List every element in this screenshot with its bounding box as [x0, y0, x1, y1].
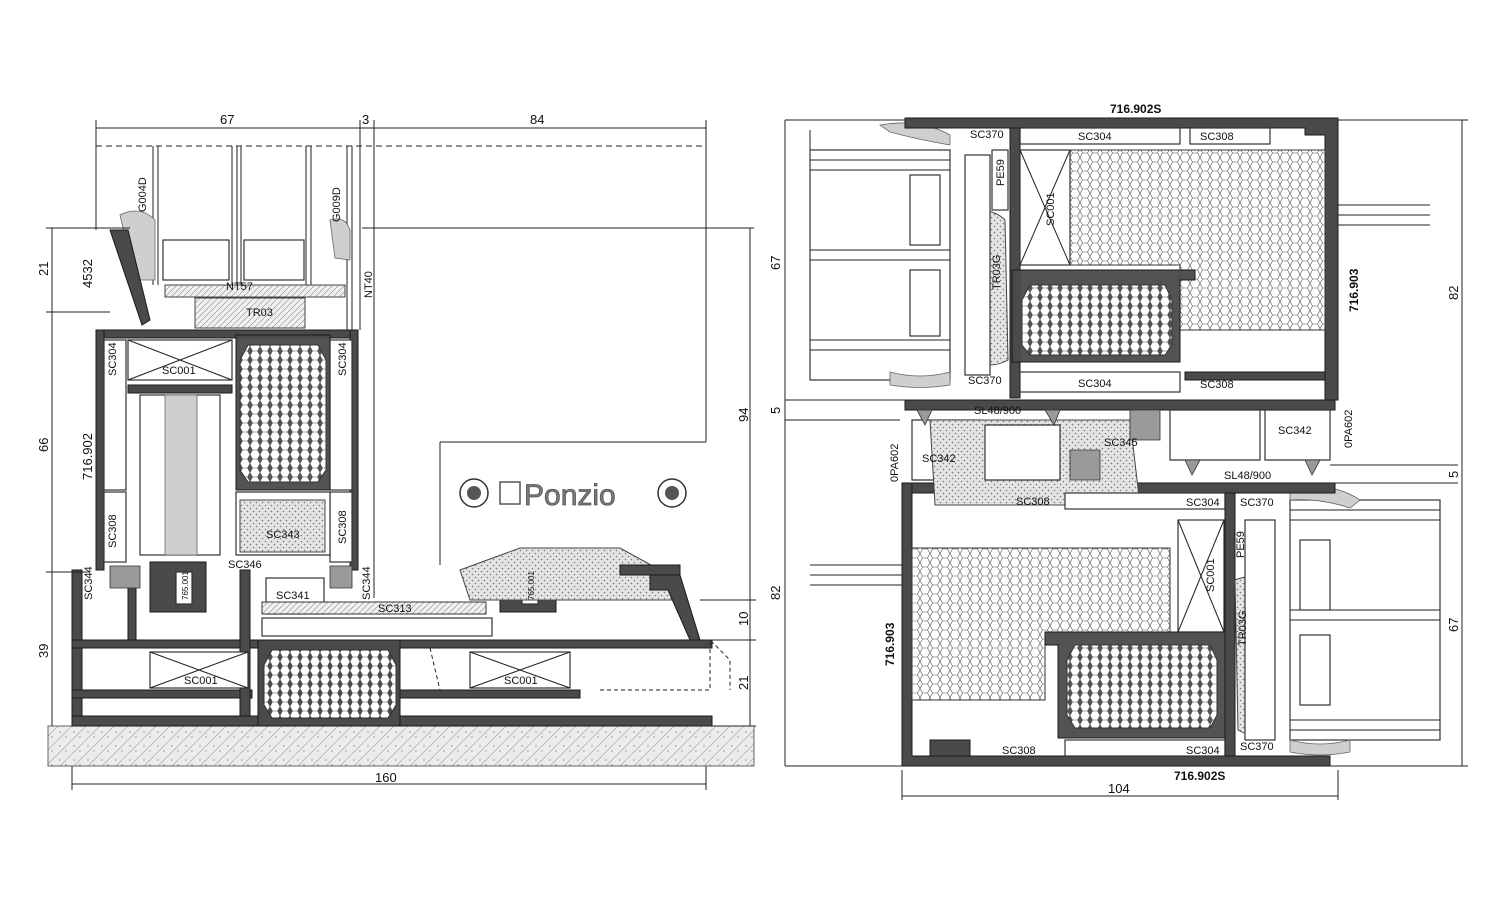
- label-sc343: SC343: [266, 529, 300, 541]
- label-sc001-br: SC001: [504, 675, 538, 687]
- label-sc304-d: SC304: [1186, 745, 1220, 757]
- label-sl48-a: SL48/900: [974, 405, 1021, 417]
- label-716-903-right: 716.903: [1347, 268, 1361, 312]
- left-bottom-track: [71, 547, 731, 727]
- dim-5-right: 5: [1446, 471, 1461, 478]
- left-section: Ponzio 67 3 84 21 66 39 94 10 21 160 G0: [36, 112, 756, 790]
- label-nt57: NT57: [226, 281, 253, 293]
- dim-82-right: 82: [1446, 286, 1461, 300]
- label-nt40: NT40: [363, 271, 375, 298]
- label-sc308-b: SC308: [1200, 379, 1234, 391]
- dim-10-right: 10: [736, 612, 751, 626]
- label-sc345: SC345: [1104, 437, 1138, 449]
- dim-104-bottom: 104: [1108, 781, 1130, 796]
- dim-67-top: 67: [220, 112, 234, 127]
- ponzio-logo: Ponzio: [459, 478, 687, 512]
- label-sc370-b: SC370: [968, 375, 1002, 387]
- label-sc304-a: SC304: [107, 342, 119, 376]
- label-sc001-a: SC001: [1045, 192, 1057, 226]
- dim-39-left: 39: [36, 644, 51, 658]
- label-pe59-b: PE59: [1235, 531, 1247, 558]
- dim-3-top: 3: [362, 112, 369, 127]
- label-sc304-c: SC304: [1186, 497, 1220, 509]
- label-opa602-b: 0PA602: [889, 444, 901, 482]
- label-sc344-b: SC344: [361, 566, 373, 600]
- dim-21-left: 21: [36, 262, 51, 276]
- label-sc001-b: SC001: [1205, 558, 1217, 592]
- dim-21-right: 21: [736, 676, 751, 690]
- label-sc308-d: SC308: [1002, 745, 1036, 757]
- dim-67-left: 67: [768, 256, 783, 270]
- label-sc308-a: SC308: [1200, 131, 1234, 143]
- label-tr03g-b: TR03G: [1237, 611, 1249, 646]
- label-sc344-a: SC344: [83, 566, 95, 600]
- label-sc370-c: SC370: [1240, 497, 1274, 509]
- label-g009d: G009D: [331, 187, 343, 222]
- lower-sash: [901, 482, 1331, 767]
- label-765-001-a: 765.001: [181, 571, 190, 600]
- label-sc342-b: SC342: [1278, 425, 1312, 437]
- label-sc346: SC346: [228, 559, 262, 571]
- dim-84-top: 84: [530, 112, 544, 127]
- glazing-lines: [152, 146, 353, 330]
- label-sc001-top: SC001: [162, 365, 196, 377]
- label-opa602-a: 0PA602: [1343, 410, 1355, 448]
- label-pe59-a: PE59: [995, 159, 1007, 186]
- label-sc313: SC313: [378, 603, 412, 615]
- label-716-902s-top: 716.902S: [1110, 102, 1161, 116]
- label-sc342-a: SC342: [922, 453, 956, 465]
- dim-82-left: 82: [768, 586, 783, 600]
- label-4532: 4532: [80, 259, 95, 288]
- label-sc341: SC341: [276, 590, 310, 602]
- label-sc370-d: SC370: [1240, 741, 1274, 753]
- label-sc308-c: SC308: [1016, 496, 1050, 508]
- label-716-903-left: 716.903: [883, 622, 897, 666]
- dim-67-right: 67: [1446, 618, 1461, 632]
- label-716-902: 716.902: [80, 433, 95, 480]
- label-sc304-b: SC304: [337, 342, 349, 376]
- label-tr03g-a: TR03G: [991, 255, 1003, 290]
- meeting-rail: [904, 399, 1336, 506]
- upper-sash: [904, 117, 1339, 401]
- dim-66-left: 66: [36, 438, 51, 452]
- label-sc370-a: SC370: [970, 129, 1004, 141]
- label-g004d: G004D: [137, 177, 149, 212]
- left-dimension-lines: [46, 227, 756, 790]
- lower-glazing: [1289, 486, 1441, 756]
- left-sash: [95, 329, 359, 571]
- right-section: 67 5 82 82 5 67 104 716.902S 716.902S 71…: [768, 102, 1468, 800]
- label-716-902s-bot: 716.902S: [1174, 769, 1225, 783]
- dim-5-left: 5: [768, 407, 783, 414]
- label-sc001-bl: SC001: [184, 675, 218, 687]
- label-sl48-b: SL48/900: [1224, 470, 1271, 482]
- upper-glazing: [809, 122, 951, 388]
- label-sc304-a: SC304: [1078, 131, 1112, 143]
- dim-94-right: 94: [736, 408, 751, 422]
- label-sc308-b: SC308: [337, 510, 349, 544]
- label-tr03: TR03: [246, 307, 273, 319]
- logo-text: Ponzio: [524, 479, 616, 512]
- dim-160-bottom: 160: [375, 770, 397, 785]
- label-765-001-b: 765.001: [527, 571, 536, 600]
- floor-hatch: [47, 725, 755, 767]
- label-sc308-a: SC308: [107, 514, 119, 548]
- label-sc304-b: SC304: [1078, 378, 1112, 390]
